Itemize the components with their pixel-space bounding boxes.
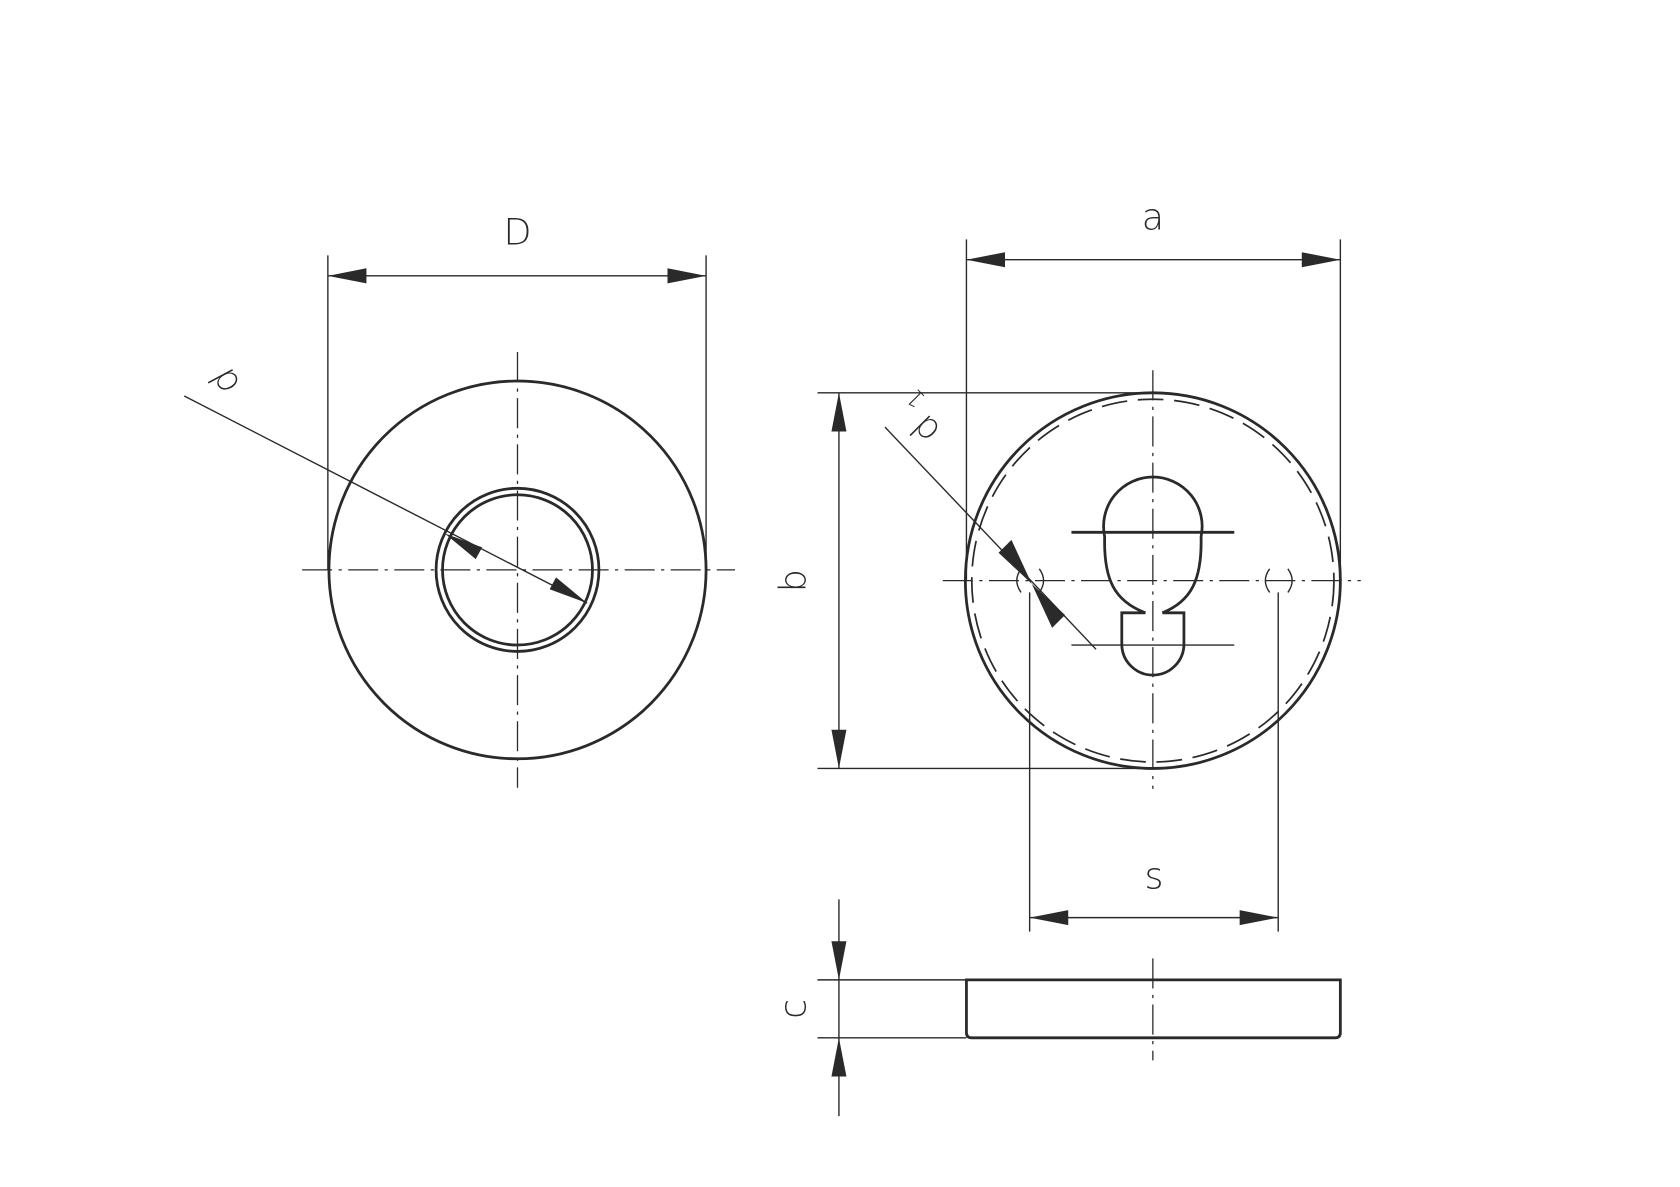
fixing-hole-right xyxy=(1264,568,1293,593)
dimension-a: a xyxy=(965,196,1342,581)
arrow-icon xyxy=(1031,583,1065,628)
dimension-D: D xyxy=(327,211,707,570)
arrow-icon xyxy=(831,392,847,432)
arrow-icon xyxy=(1301,252,1341,268)
escutcheon-side-view: c xyxy=(772,899,1342,1117)
escutcheon-front-view: a b d 1 s xyxy=(772,196,1361,932)
dimension-label-d1: d xyxy=(902,406,949,453)
keyhole-profile xyxy=(1102,475,1204,677)
dimension-b: b xyxy=(772,392,1153,770)
dimension-label-d: d xyxy=(200,361,249,402)
dimension-label-D: D xyxy=(503,211,531,254)
side-profile xyxy=(965,978,1342,1040)
dimension-c: c xyxy=(772,899,967,1117)
dimension-d1: d 1 xyxy=(884,383,1097,650)
dimension-label-b: b xyxy=(772,569,815,592)
dimension-d: d xyxy=(183,361,588,604)
arrow-icon xyxy=(831,941,847,980)
arrow-icon xyxy=(831,1037,847,1077)
arrow-icon xyxy=(1029,910,1069,926)
arrow-icon xyxy=(327,268,367,284)
rose-front-view: D d xyxy=(183,211,735,788)
dimension-label-c: c xyxy=(772,999,815,1019)
dimension-label-a: a xyxy=(1142,196,1164,239)
arrow-icon xyxy=(667,268,707,284)
dimension-label-d1-subscript: 1 xyxy=(901,383,931,413)
arrow-icon xyxy=(1239,910,1279,926)
arrow-icon xyxy=(549,577,588,604)
arrow-icon xyxy=(966,252,1005,268)
arrow-icon xyxy=(998,539,1032,584)
arrow-icon xyxy=(831,729,847,769)
arrow-icon xyxy=(444,533,483,560)
dimension-s: s xyxy=(1028,592,1279,932)
dimension-label-s: s xyxy=(1144,855,1163,898)
